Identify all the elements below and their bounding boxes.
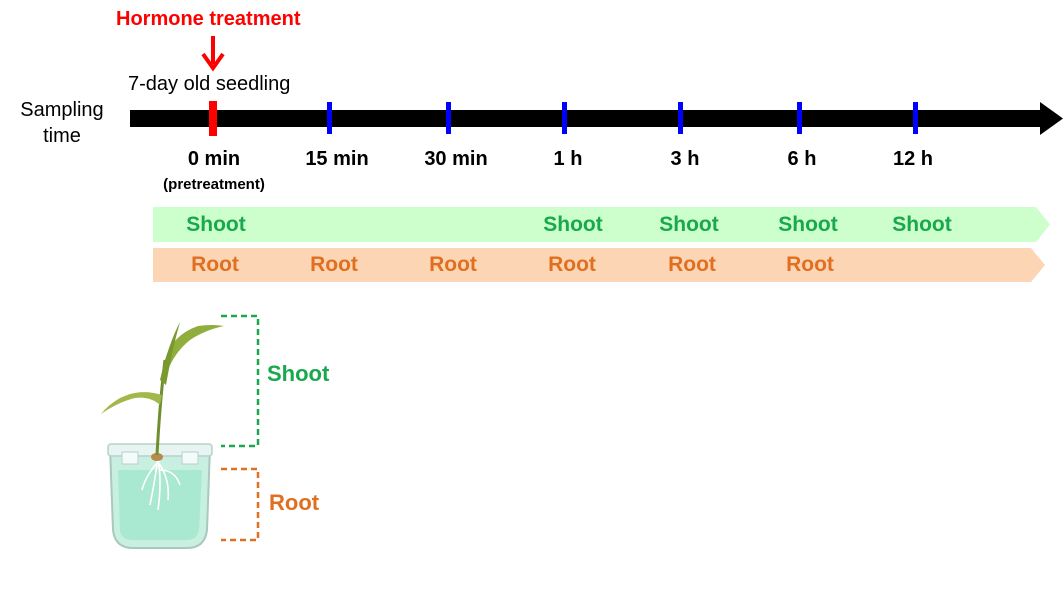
root-band bbox=[153, 248, 1045, 282]
tick-0min bbox=[209, 101, 217, 136]
time-label-15min: 15 min bbox=[305, 148, 369, 170]
tick-6h bbox=[797, 102, 802, 134]
plant-shoot-label: Shoot bbox=[267, 361, 330, 386]
timeline-axis bbox=[130, 102, 1063, 135]
root-sample-label: Root bbox=[191, 253, 239, 276]
seedling-illustration bbox=[101, 322, 224, 549]
tick-15min bbox=[327, 102, 332, 134]
root-sample-label: Root bbox=[786, 253, 834, 276]
plant-root-label: Root bbox=[269, 490, 320, 515]
sampling-time-label: Sampling time bbox=[20, 99, 104, 147]
shoot-band bbox=[153, 207, 1050, 242]
shoot-bracket bbox=[221, 314, 260, 448]
time-label-12h: 12 h bbox=[892, 148, 934, 170]
shoot-sample-label: Shoot bbox=[778, 213, 838, 236]
tick-12h bbox=[913, 102, 918, 134]
treatment-arrow bbox=[201, 36, 225, 72]
root-sample-label: Root bbox=[548, 253, 596, 276]
tick-1h bbox=[562, 102, 567, 134]
shoot-sample-label: Shoot bbox=[186, 213, 246, 236]
tick-30min bbox=[446, 102, 451, 134]
shoot-sample-label: Shoot bbox=[659, 213, 719, 236]
time-label-0min: 0 min bbox=[187, 148, 241, 170]
time-label-6h: 6 h bbox=[787, 148, 817, 170]
time-label-30min: 30 min bbox=[424, 148, 488, 170]
root-sample-label: Root bbox=[668, 253, 716, 276]
shoot-sample-label: Shoot bbox=[543, 213, 603, 236]
time-label-3h: 3 h bbox=[670, 148, 700, 170]
shoot-sample-label: Shoot bbox=[892, 213, 952, 236]
time-label-1h: 1 h bbox=[553, 148, 583, 170]
root-sample-label: Root bbox=[310, 253, 358, 276]
root-bracket bbox=[221, 467, 260, 542]
hormone-treatment-label: Hormone treatment bbox=[116, 8, 301, 30]
tick-3h bbox=[678, 102, 683, 134]
root-sample-label: Root bbox=[429, 253, 477, 276]
seedling-age-label: 7-day old seedling bbox=[128, 73, 291, 95]
pretreatment-note: (pretreatment) bbox=[163, 176, 265, 193]
